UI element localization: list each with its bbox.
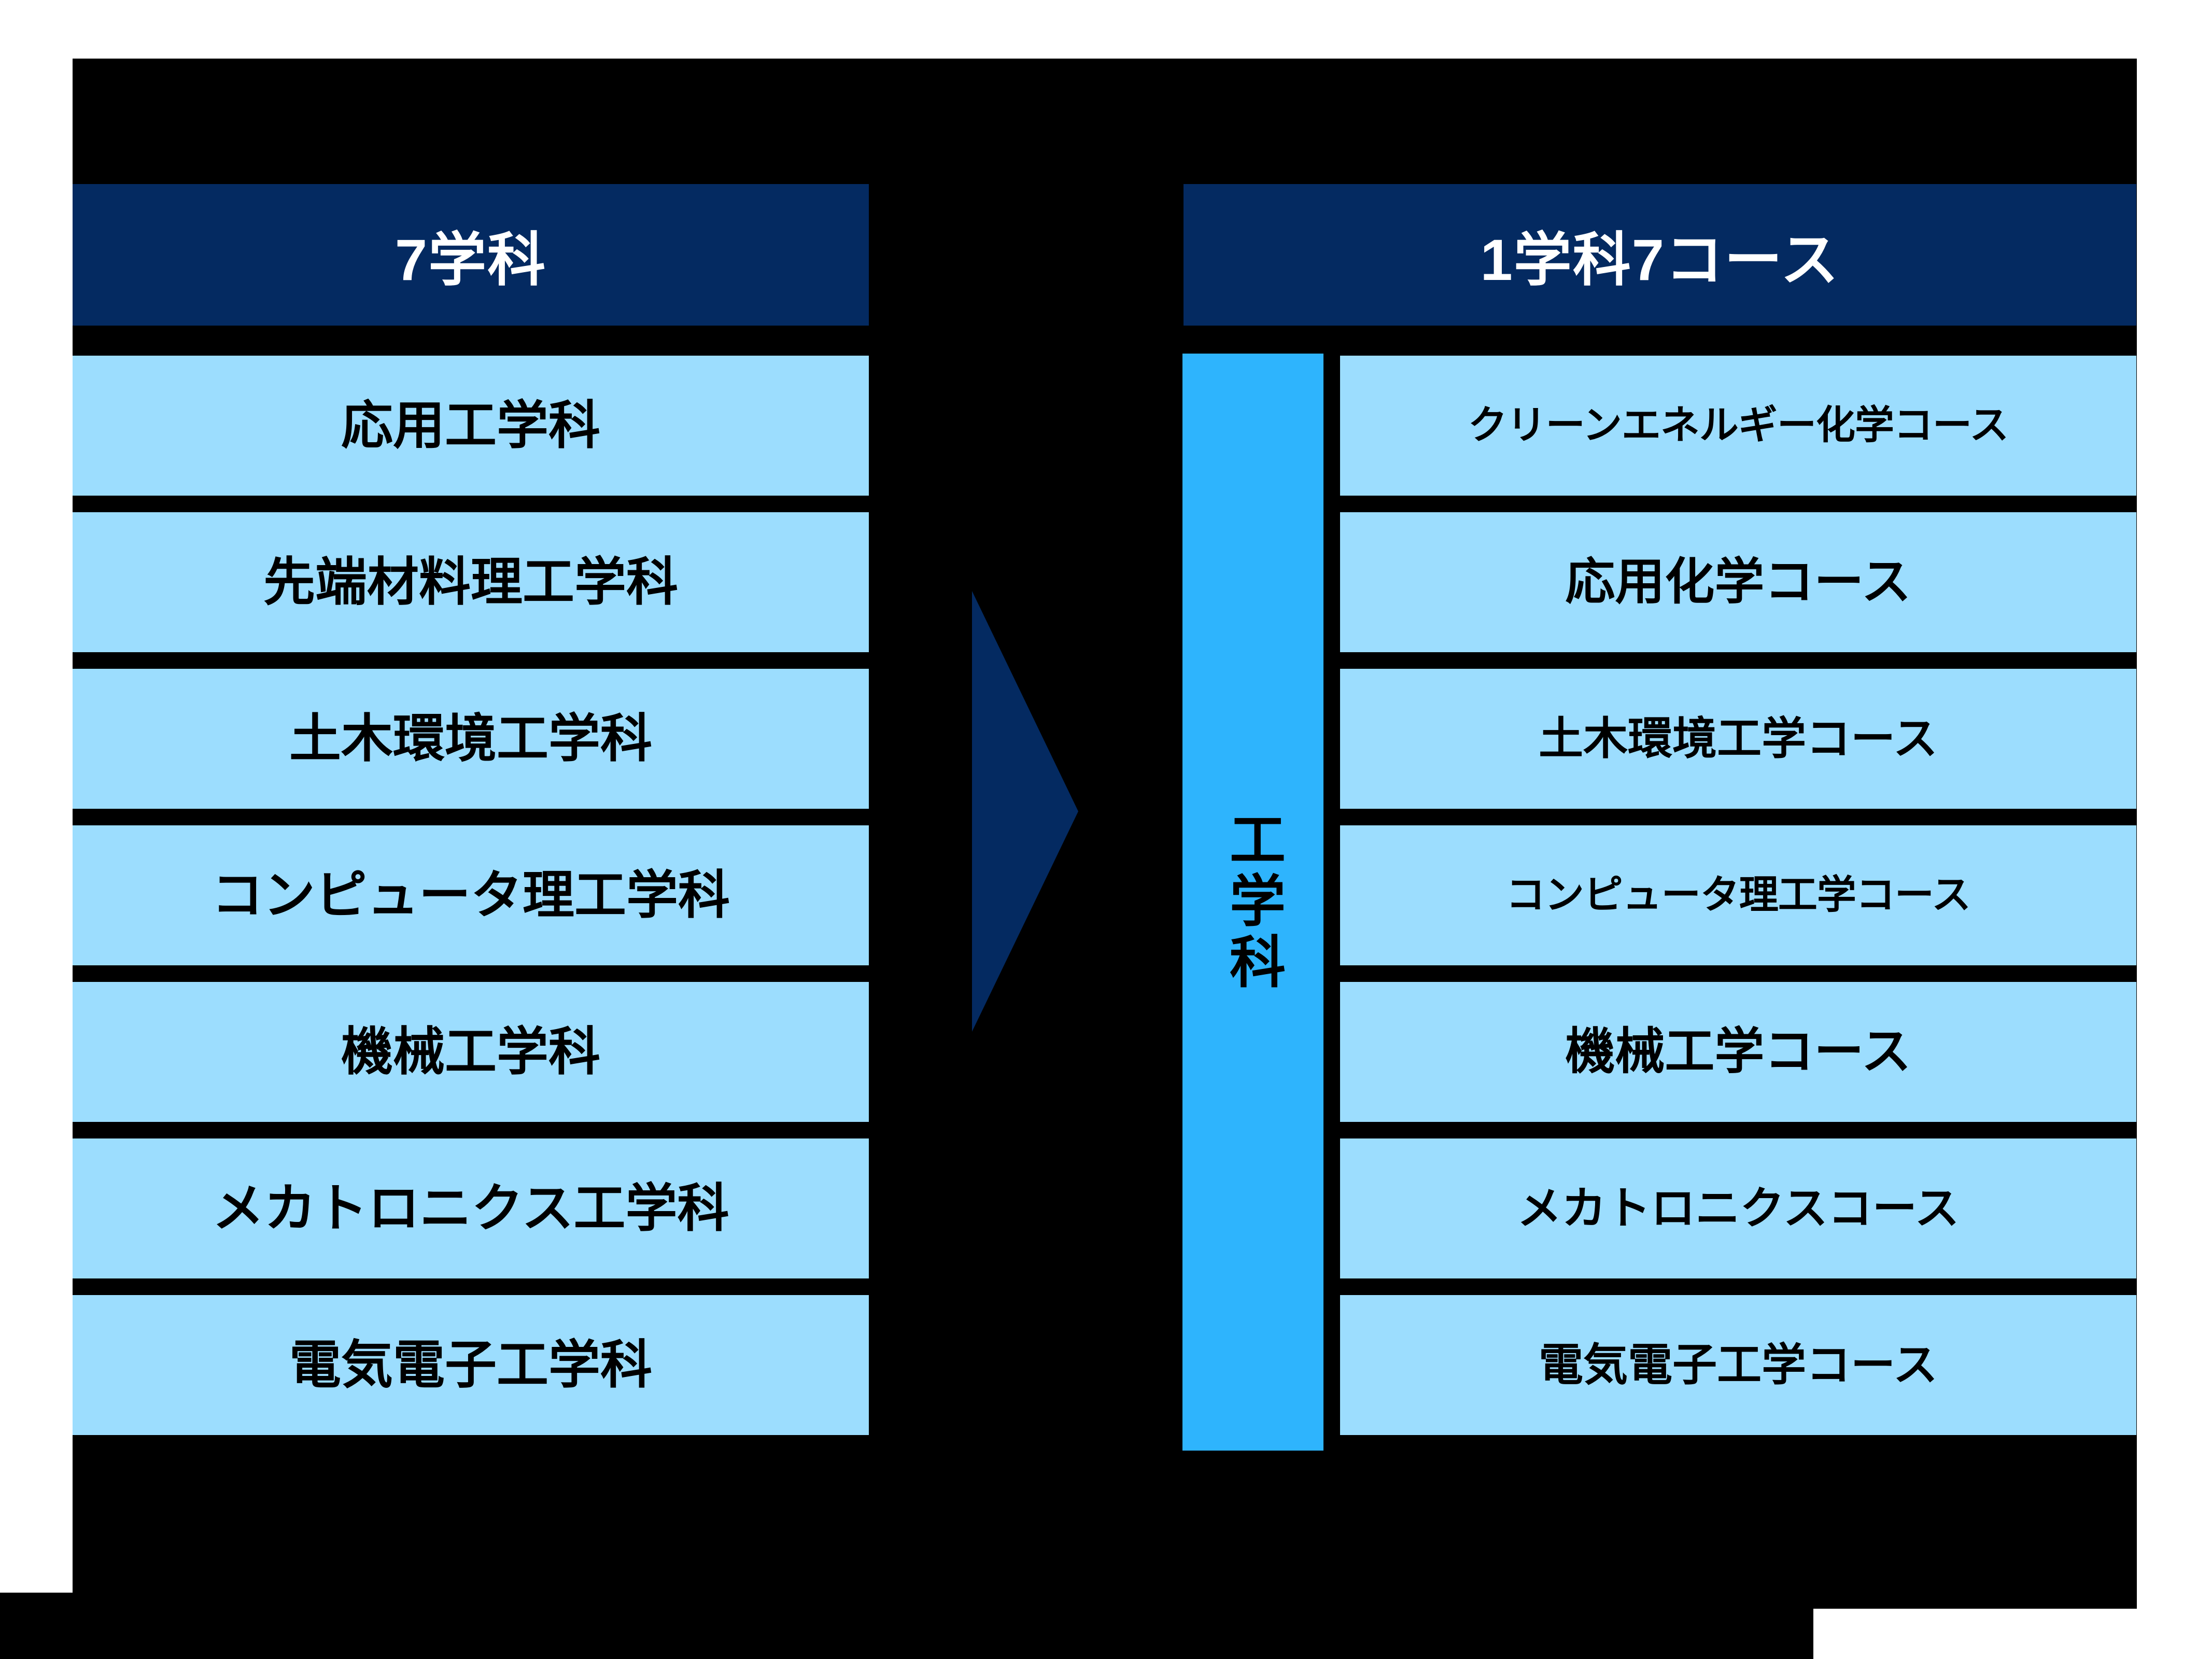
department-row[interactable]: メカトロニクス工学科 [73, 1138, 869, 1278]
course-row[interactable]: 応用化学コース [1340, 512, 2136, 652]
faculty-bar-label: 工学科 [1222, 810, 1285, 994]
faculty-bar: 工学科 [1182, 354, 1323, 1451]
course-label: クリーンエネルギー化学コース [1468, 403, 2009, 448]
left-panel: 7学科 応用工学科 先端材料理工学科 土木環境工学科 コンピュータ理工学科 機械… [73, 184, 869, 1435]
course-label: 土木環境工学コース [1539, 713, 1938, 764]
department-row[interactable]: 先端材料理工学科 [73, 512, 869, 652]
course-label: 機械工学コース [1565, 1023, 1911, 1079]
course-row[interactable]: 電気電子工学コース [1340, 1295, 2136, 1435]
course-label: 電気電子工学コース [1539, 1340, 1938, 1390]
department-label: 土木環境工学科 [289, 709, 652, 768]
department-label: メカトロニクス工学科 [212, 1179, 729, 1238]
right-panel: 1学科7コース クリーンエネルギー化学コース 応用化学コース 土木環境工学コース… [1184, 184, 2136, 1435]
triangle-right-icon [972, 591, 1078, 1032]
department-row[interactable]: 機械工学科 [73, 982, 869, 1122]
left-panel-header: 7学科 [73, 184, 869, 326]
department-row[interactable]: 電気電子工学科 [73, 1295, 869, 1435]
department-label: コンピュータ理工学科 [212, 866, 730, 924]
course-row[interactable]: メカトロニクスコース [1340, 1138, 2136, 1278]
course-label: コンピュータ理工学コース [1505, 873, 1971, 918]
right-panel-header: 1学科7コース [1184, 184, 2136, 326]
course-row[interactable]: 機械工学コース [1340, 982, 2136, 1122]
department-row[interactable]: 応用工学科 [73, 356, 869, 496]
course-label: メカトロニクスコース [1517, 1183, 1960, 1233]
department-label: 機械工学科 [341, 1022, 600, 1081]
course-row[interactable]: 土木環境工学コース [1340, 669, 2136, 809]
course-row[interactable]: クリーンエネルギー化学コース [1340, 356, 2136, 496]
board-background-extension [0, 1593, 1813, 1659]
course-row[interactable]: コンピュータ理工学コース [1340, 825, 2136, 965]
department-label: 先端材料理工学科 [263, 553, 678, 611]
department-row[interactable]: 土木環境工学科 [73, 669, 869, 809]
left-panel-rows: 応用工学科 先端材料理工学科 土木環境工学科 コンピュータ理工学科 機械工学科 … [73, 356, 869, 1435]
department-label: 電気電子工学科 [289, 1335, 652, 1394]
department-row[interactable]: コンピュータ理工学科 [73, 825, 869, 965]
department-label: 応用工学科 [341, 396, 600, 455]
course-label: 応用化学コース [1565, 554, 1911, 610]
right-panel-rows: クリーンエネルギー化学コース 応用化学コース 土木環境工学コース コンピュータ理… [1340, 356, 2136, 1435]
